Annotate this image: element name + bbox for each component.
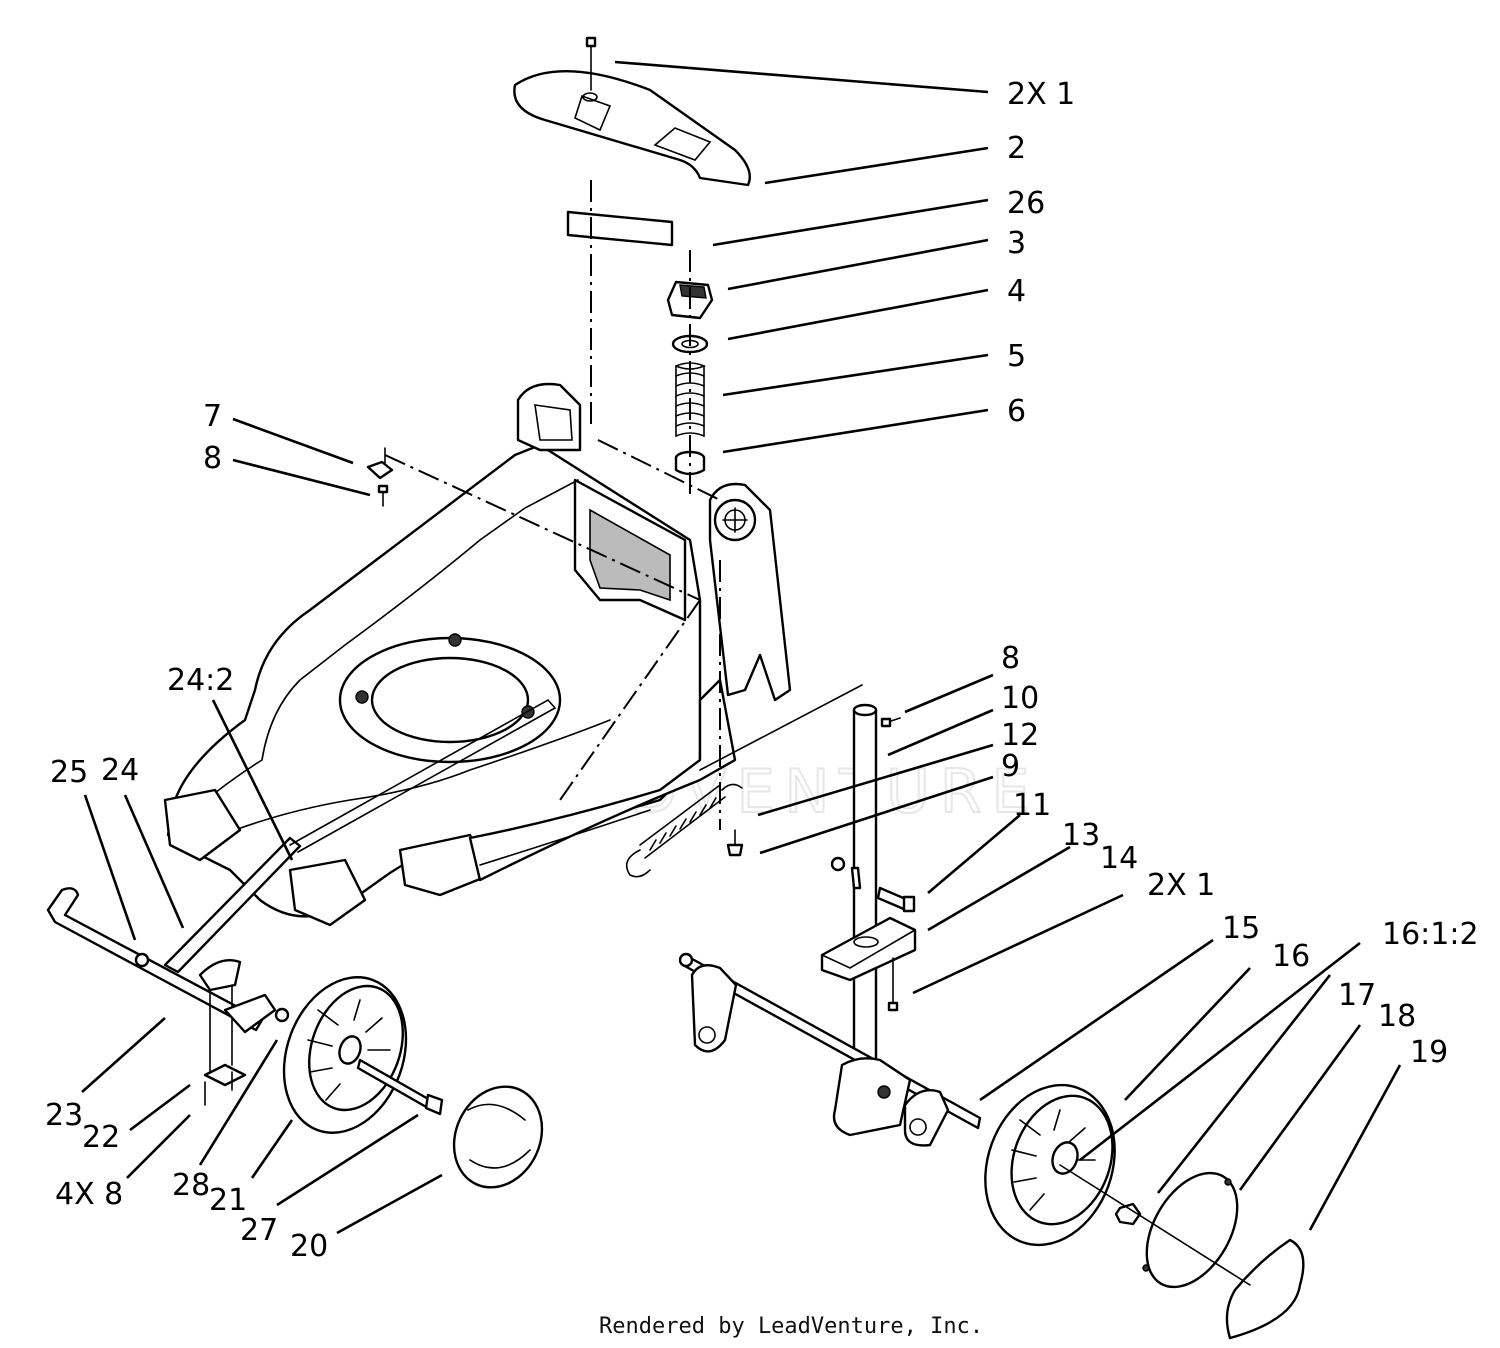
render-credit: Rendered by LeadVenture, Inc. xyxy=(599,1314,983,1339)
callout-17: 17 xyxy=(1338,978,1376,1013)
screw-part-9 xyxy=(726,829,744,857)
mower-deck xyxy=(163,382,737,927)
callout-9: 9 xyxy=(1001,749,1020,784)
bracket-part-7 xyxy=(366,460,394,480)
callout-24-2: 24:2 xyxy=(167,663,234,698)
callout-23: 23 xyxy=(45,1098,83,1133)
callout-20: 20 xyxy=(290,1229,328,1264)
bolt-part-13 xyxy=(876,886,916,913)
hubcap-part-18 xyxy=(1142,1171,1239,1289)
wheel-part-16 xyxy=(984,1083,1116,1247)
callout-11: 11 xyxy=(1013,788,1051,823)
callout-27: 27 xyxy=(240,1213,278,1248)
callout-6: 6 xyxy=(1007,394,1026,429)
callout-3: 3 xyxy=(1007,226,1026,261)
callout-8-right: 8 xyxy=(1001,641,1020,676)
callout-16: 16 xyxy=(1272,939,1310,974)
callout-19: 19 xyxy=(1410,1035,1448,1070)
callout-5: 5 xyxy=(1007,339,1026,374)
pivot-block-part-14 xyxy=(820,916,917,982)
axle-part-15 xyxy=(678,952,982,1147)
callout-22: 22 xyxy=(82,1120,120,1155)
pivot-part-28 xyxy=(223,993,290,1034)
screws-part-8-lower xyxy=(204,1071,233,1106)
screw-part-8-right xyxy=(880,717,901,728)
hubcap-insert-part-19 xyxy=(1225,1238,1305,1340)
callout-12: 12 xyxy=(1001,718,1039,753)
screw-part-1-right xyxy=(887,957,899,1012)
bolt-part-27 xyxy=(356,1058,444,1116)
nut-part-11 xyxy=(830,856,862,890)
callout-4x8: 4X 8 xyxy=(55,1177,123,1212)
screw-part-8-left xyxy=(377,484,389,507)
washer-part-25 xyxy=(134,952,150,968)
callout-2: 2 xyxy=(1007,131,1026,166)
callout-8-left: 8 xyxy=(203,441,222,476)
decal-part-26 xyxy=(566,210,674,247)
callout-10: 10 xyxy=(1001,681,1039,716)
rear-height-arm xyxy=(708,482,792,702)
callout-26: 26 xyxy=(1007,186,1045,221)
callout-7: 7 xyxy=(203,399,222,434)
callout-4: 4 xyxy=(1007,274,1026,309)
handle-cover-part-2 xyxy=(513,69,752,187)
callout-28: 28 xyxy=(172,1168,210,1203)
callout-18: 18 xyxy=(1378,999,1416,1034)
hubcap-part-20 xyxy=(452,1085,544,1189)
callout-labels: 2X 1 2 26 3 4 5 6 7 8 24:2 25 24 8 10 12… xyxy=(45,77,1479,1264)
leader-lines xyxy=(81,60,1402,1235)
nut-part-17 xyxy=(1114,1202,1142,1226)
callout-25: 25 xyxy=(50,755,88,790)
callout-15: 15 xyxy=(1222,911,1260,946)
callout-16-1-2: 16:1:2 xyxy=(1382,917,1479,952)
wheel-part-21 xyxy=(282,976,408,1134)
adjuster-link-part-24 xyxy=(163,698,557,974)
bolt-part-1-top xyxy=(585,36,597,91)
bracket-part-22 xyxy=(198,958,247,1087)
callout-2x1-right: 2X 1 xyxy=(1147,868,1215,903)
spring-part-12 xyxy=(625,783,743,878)
callout-2x1-top: 2X 1 xyxy=(1007,77,1075,112)
height-adjust-rod-part-23 xyxy=(46,887,264,1032)
callout-21: 21 xyxy=(209,1183,247,1218)
callout-14: 14 xyxy=(1100,841,1138,876)
callout-24: 24 xyxy=(101,753,139,788)
callout-13: 13 xyxy=(1062,818,1100,853)
